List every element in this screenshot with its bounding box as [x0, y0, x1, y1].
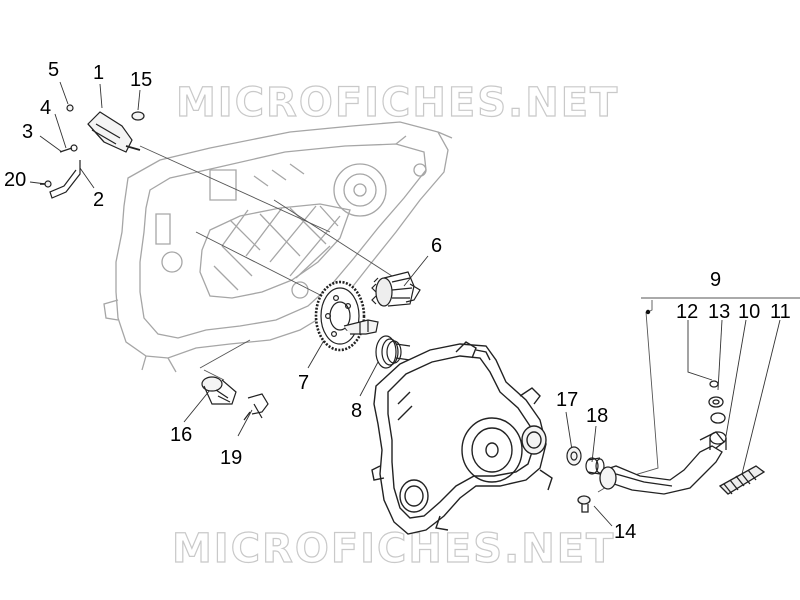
watermark-top: MICROFICHES.NET	[175, 79, 620, 126]
return-spring	[375, 335, 411, 369]
callout-5: 5	[48, 59, 60, 81]
starter-gear	[371, 271, 421, 307]
callout-15: 15	[130, 69, 153, 91]
callout-10: 10	[738, 301, 761, 323]
callout-18: 18	[586, 405, 609, 427]
callout-4: 4	[40, 97, 52, 119]
callout-7: 7	[298, 372, 310, 394]
engine-crankcase	[103, 121, 453, 373]
pinion-assembly	[201, 376, 269, 421]
assembly-guides	[139, 145, 800, 493]
callout-12: 12	[676, 301, 699, 323]
callout-16: 16	[170, 424, 193, 446]
starter-motor	[40, 104, 145, 199]
callout-14: 14	[614, 521, 637, 543]
transmission-cover	[371, 341, 553, 535]
callout-17: 17	[556, 389, 579, 411]
kickstart-lever	[577, 380, 766, 513]
oil-seal-and-bush	[566, 446, 605, 475]
callout-leaders	[29, 81, 781, 527]
callout-8: 8	[351, 400, 363, 422]
callout-13: 13	[708, 301, 731, 323]
watermark-bottom: MICROFICHES.NET	[171, 525, 616, 572]
callout-20: 20	[4, 169, 27, 191]
callout-11: 11	[770, 301, 791, 323]
callout-9: 9	[710, 269, 722, 291]
callout-19: 19	[220, 447, 243, 469]
callout-3: 3	[22, 121, 34, 143]
callout-6: 6	[431, 235, 443, 257]
callout-2: 2	[93, 189, 105, 211]
driven-gear-disc	[314, 280, 379, 352]
callout-1: 1	[93, 62, 105, 84]
group-marker	[645, 309, 651, 315]
